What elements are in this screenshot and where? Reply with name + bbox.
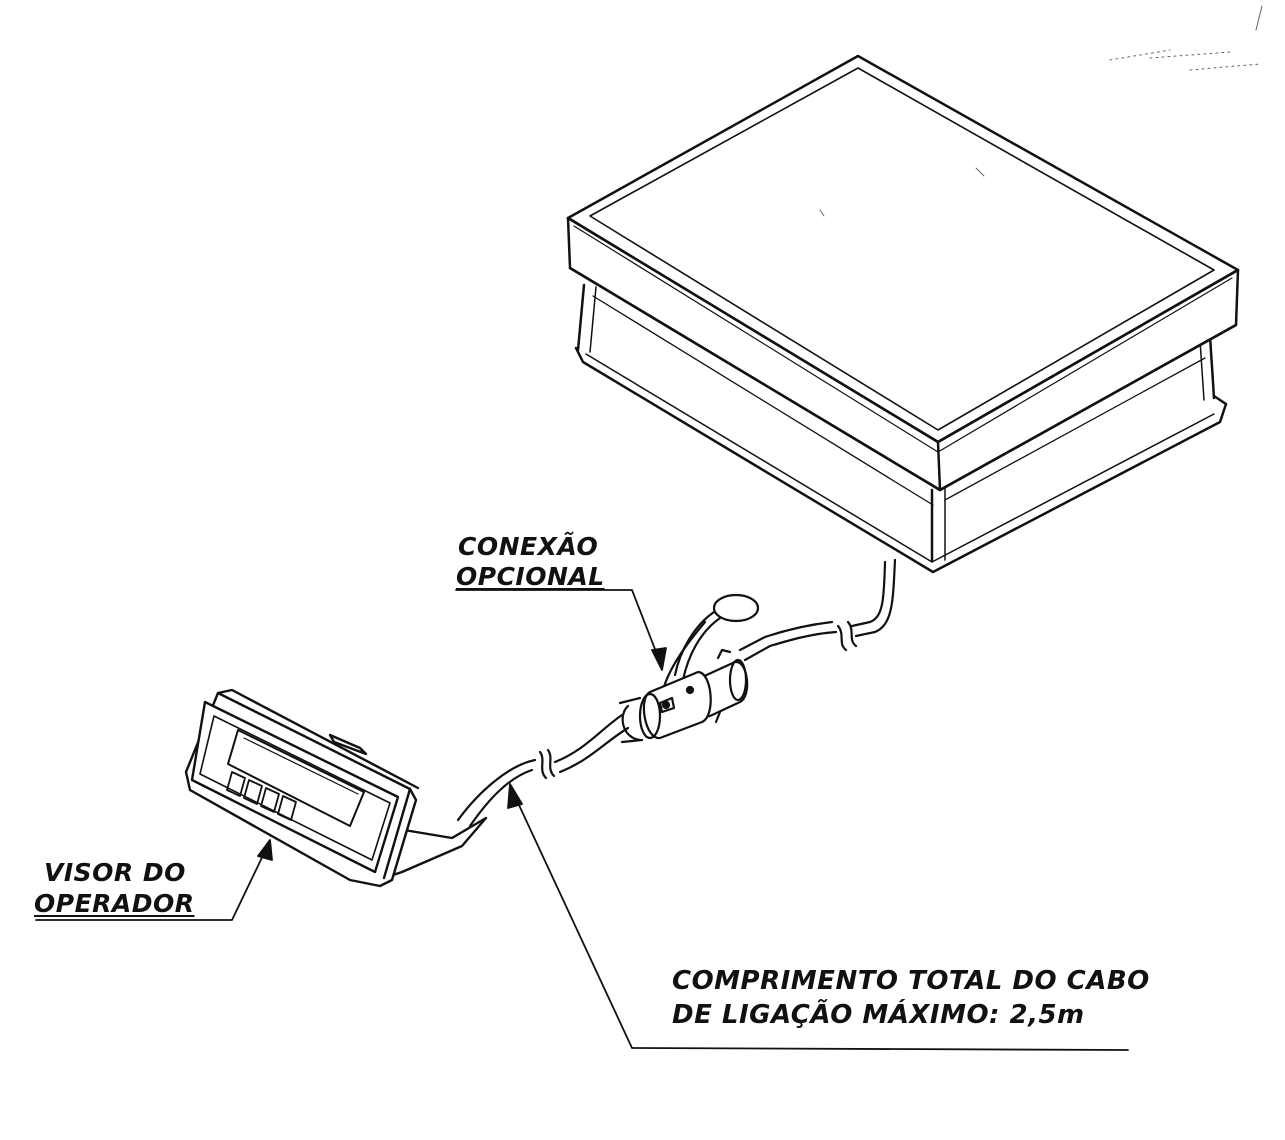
connector-cap-disk bbox=[712, 593, 760, 623]
display-label-line2: OPERADOR bbox=[34, 889, 195, 918]
cable-leader bbox=[511, 789, 1129, 1051]
platform-scale bbox=[566, 54, 1240, 574]
operator-display bbox=[184, 688, 488, 888]
display-keys bbox=[226, 771, 297, 821]
cable-length-label-line2: DE LIGAÇÃO MÁXIMO: 2,5m bbox=[672, 1000, 1085, 1030]
optional-connector bbox=[618, 593, 760, 744]
scan-specks bbox=[819, 5, 1263, 217]
display-leader bbox=[35, 844, 269, 921]
display-label-line1: VISOR DO bbox=[44, 858, 186, 887]
leader-lines bbox=[35, 589, 1129, 1051]
scale-base-lip bbox=[574, 346, 1228, 574]
scale-top-plate bbox=[566, 54, 1240, 444]
display-cable bbox=[456, 713, 630, 828]
display-top-tab bbox=[328, 733, 368, 756]
display-window bbox=[227, 729, 365, 827]
connector-body-left bbox=[642, 670, 712, 740]
scale-cable bbox=[738, 558, 897, 662]
cable-length-label-line1: COMPRIMENTO TOTAL DO CABO bbox=[672, 966, 1150, 996]
connection-label-line2: OPCIONAL bbox=[456, 562, 605, 591]
scale-body-right-wall bbox=[1208, 334, 1216, 400]
display-front-face bbox=[190, 700, 400, 874]
scale-body-left-wall bbox=[576, 283, 586, 352]
connection-label-line1: CONEXÃO bbox=[458, 532, 599, 561]
connector-leader bbox=[455, 589, 661, 663]
